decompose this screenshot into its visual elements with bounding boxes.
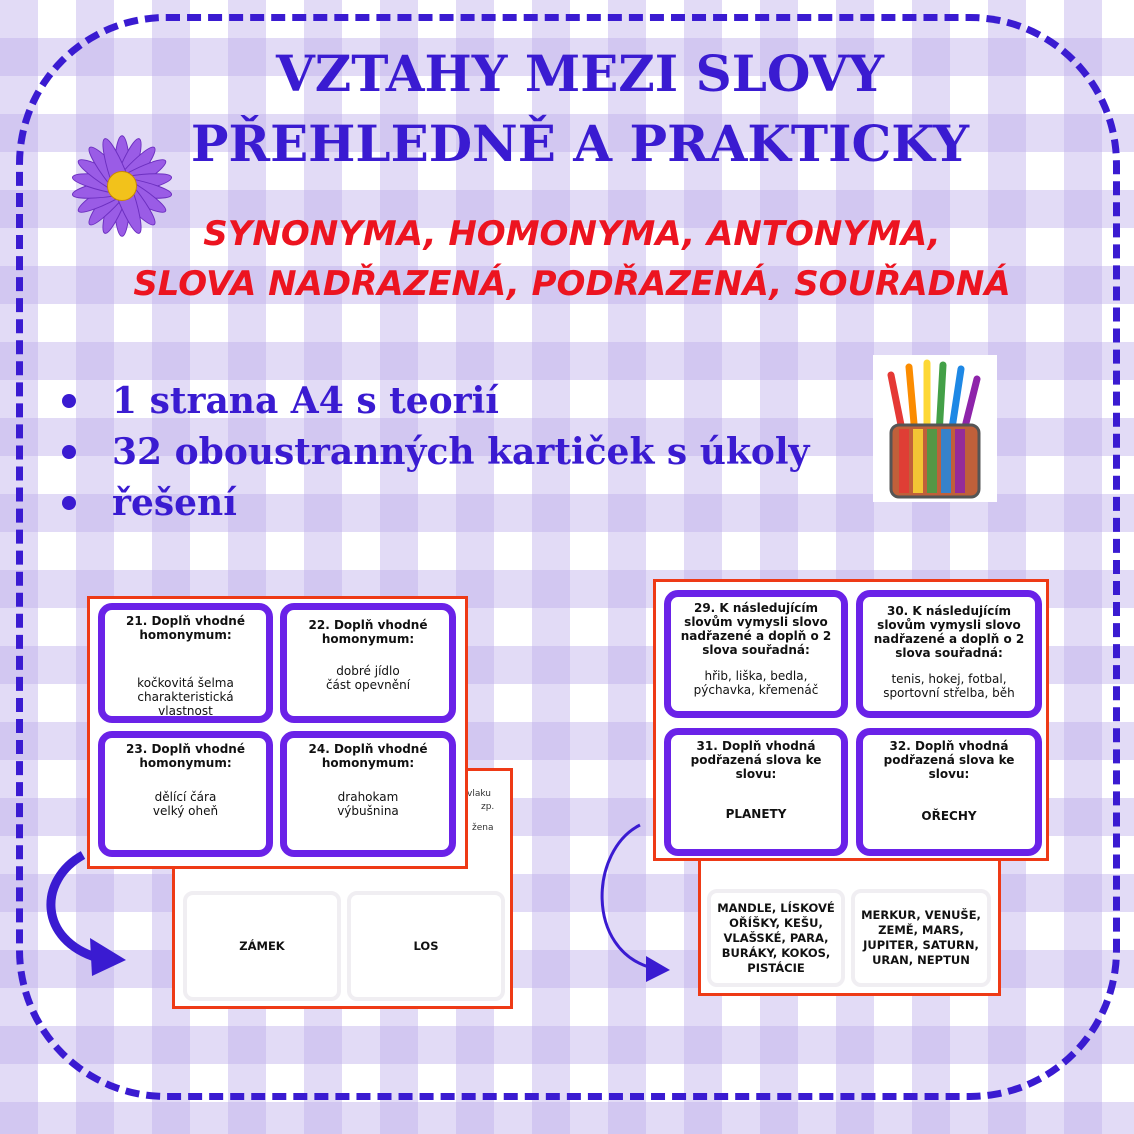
- answer-card: ZÁMEK: [183, 891, 341, 1001]
- answer-text: MERKUR, VENUŠE, ZEMĚ, MARS, JUPITER, SAT…: [861, 908, 981, 967]
- feature-text: řešení: [112, 481, 237, 524]
- answer-fragment: žena: [472, 823, 494, 833]
- task-card: 29. K následujícím slovům vymysli slovo …: [664, 590, 848, 718]
- feature-text: 32 oboustranných kartiček s úkoly: [112, 430, 810, 473]
- card-body: OŘECHY: [921, 809, 977, 823]
- feature-item: řešení: [62, 477, 809, 528]
- task-card: 23. Doplň vhodné homonymum: dělící čára …: [98, 731, 273, 857]
- task-sheet-left: 21. Doplň vhodné homonymum: kočkovitá še…: [87, 596, 468, 869]
- card-heading: 32. Doplň vhodná podřazená slova ke slov…: [883, 739, 1015, 781]
- answer-fragment: zp.: [481, 802, 495, 812]
- subtitle-line-2: SLOVA NADŘAZENÁ, PODŘAZENÁ, SOUŘADNÁ: [133, 264, 1011, 304]
- answer-text: MANDLE, LÍSKOVÉ OŘÍŠKY, KEŠU, VLAŠSKÉ, P…: [717, 900, 835, 975]
- card-body: část opevnění: [325, 678, 411, 692]
- curved-arrow-icon: [46, 851, 126, 976]
- task-card: 31. Doplň vhodná podřazená slova ke slov…: [664, 728, 848, 856]
- title-line-2: PŘEHLEDNĚ A PRAKTICKY: [190, 114, 970, 173]
- task-card: 22. Doplň vhodné homonymum: dobré jídlo …: [280, 603, 456, 723]
- task-card: 32. Doplň vhodná podřazená slova ke slov…: [856, 728, 1042, 856]
- answer-card: LOS: [347, 891, 505, 1001]
- answer-text: ZÁMEK: [239, 938, 285, 953]
- feature-list: 1 strana A4 s teorií 32 oboustranných ka…: [62, 375, 809, 528]
- bullet-icon: [62, 393, 76, 408]
- answer-card: MERKUR, VENUŠE, ZEMĚ, MARS, JUPITER, SAT…: [851, 889, 991, 987]
- card-body: výbušnina: [337, 804, 399, 818]
- card-body: kočkovitá šelma: [137, 676, 234, 690]
- card-heading: 29. K následujícím slovům vymysli slovo …: [680, 601, 832, 657]
- card-body: dělící čára: [154, 790, 217, 804]
- feature-text: 1 strana A4 s teorií: [112, 379, 499, 422]
- card-heading: 31. Doplň vhodná podřazená slova ke slov…: [690, 739, 822, 781]
- feature-item: 32 oboustranných kartiček s úkoly: [62, 426, 809, 477]
- answer-card: MANDLE, LÍSKOVÉ OŘÍŠKY, KEŠU, VLAŠSKÉ, P…: [707, 889, 845, 987]
- flower-icon: [71, 135, 173, 237]
- feature-item: 1 strana A4 s teorií: [62, 375, 809, 426]
- card-heading: 21. Doplň vhodné homonymum:: [126, 614, 245, 642]
- card-heading: 23. Doplň vhodné homonymum:: [126, 742, 245, 770]
- answer-text: LOS: [413, 938, 439, 953]
- answer-fragment: vlaku: [467, 789, 491, 799]
- card-body: charakteristická vlastnost: [137, 690, 234, 718]
- card-heading: 22. Doplň vhodné homonymum:: [308, 618, 428, 646]
- bullet-icon: [62, 444, 76, 459]
- task-card: 21. Doplň vhodné homonymum: kočkovitá še…: [98, 603, 273, 723]
- card-body: velký oheň: [152, 804, 219, 818]
- card-body: drahokam: [337, 790, 399, 804]
- task-sheet-right: 29. K následujícím slovům vymysli slovo …: [653, 579, 1049, 861]
- bullet-icon: [62, 495, 76, 510]
- card-body: dobré jídlo: [336, 664, 400, 678]
- card-body: tenis, hokej, fotbal, sportovní střelba,…: [883, 672, 1015, 700]
- dashed-frame: [16, 14, 1120, 1100]
- subtitle-line-1: SYNONYMA, HOMONYMA, ANTONYMA,: [203, 214, 941, 254]
- card-body: hřib, liška, bedla, pýchavka, křemenáč: [693, 669, 819, 697]
- card-heading: 30. K následujícím slovům vymysli slovo …: [873, 604, 1025, 660]
- pencil-cup-icon: [873, 355, 997, 502]
- card-heading: 24. Doplň vhodné homonymum:: [308, 742, 428, 770]
- title-line-1: VZTAHY MEZI SLOVY: [275, 44, 885, 103]
- answer-sheet-right: MANDLE, LÍSKOVÉ OŘÍŠKY, KEŠU, VLAŠSKÉ, P…: [698, 850, 1001, 996]
- curved-arrow-icon: [600, 823, 670, 982]
- card-body: PLANETY: [725, 807, 787, 821]
- task-card: 24. Doplň vhodné homonymum: drahokam výb…: [280, 731, 456, 857]
- task-card: 30. K následujícím slovům vymysli slovo …: [856, 590, 1042, 718]
